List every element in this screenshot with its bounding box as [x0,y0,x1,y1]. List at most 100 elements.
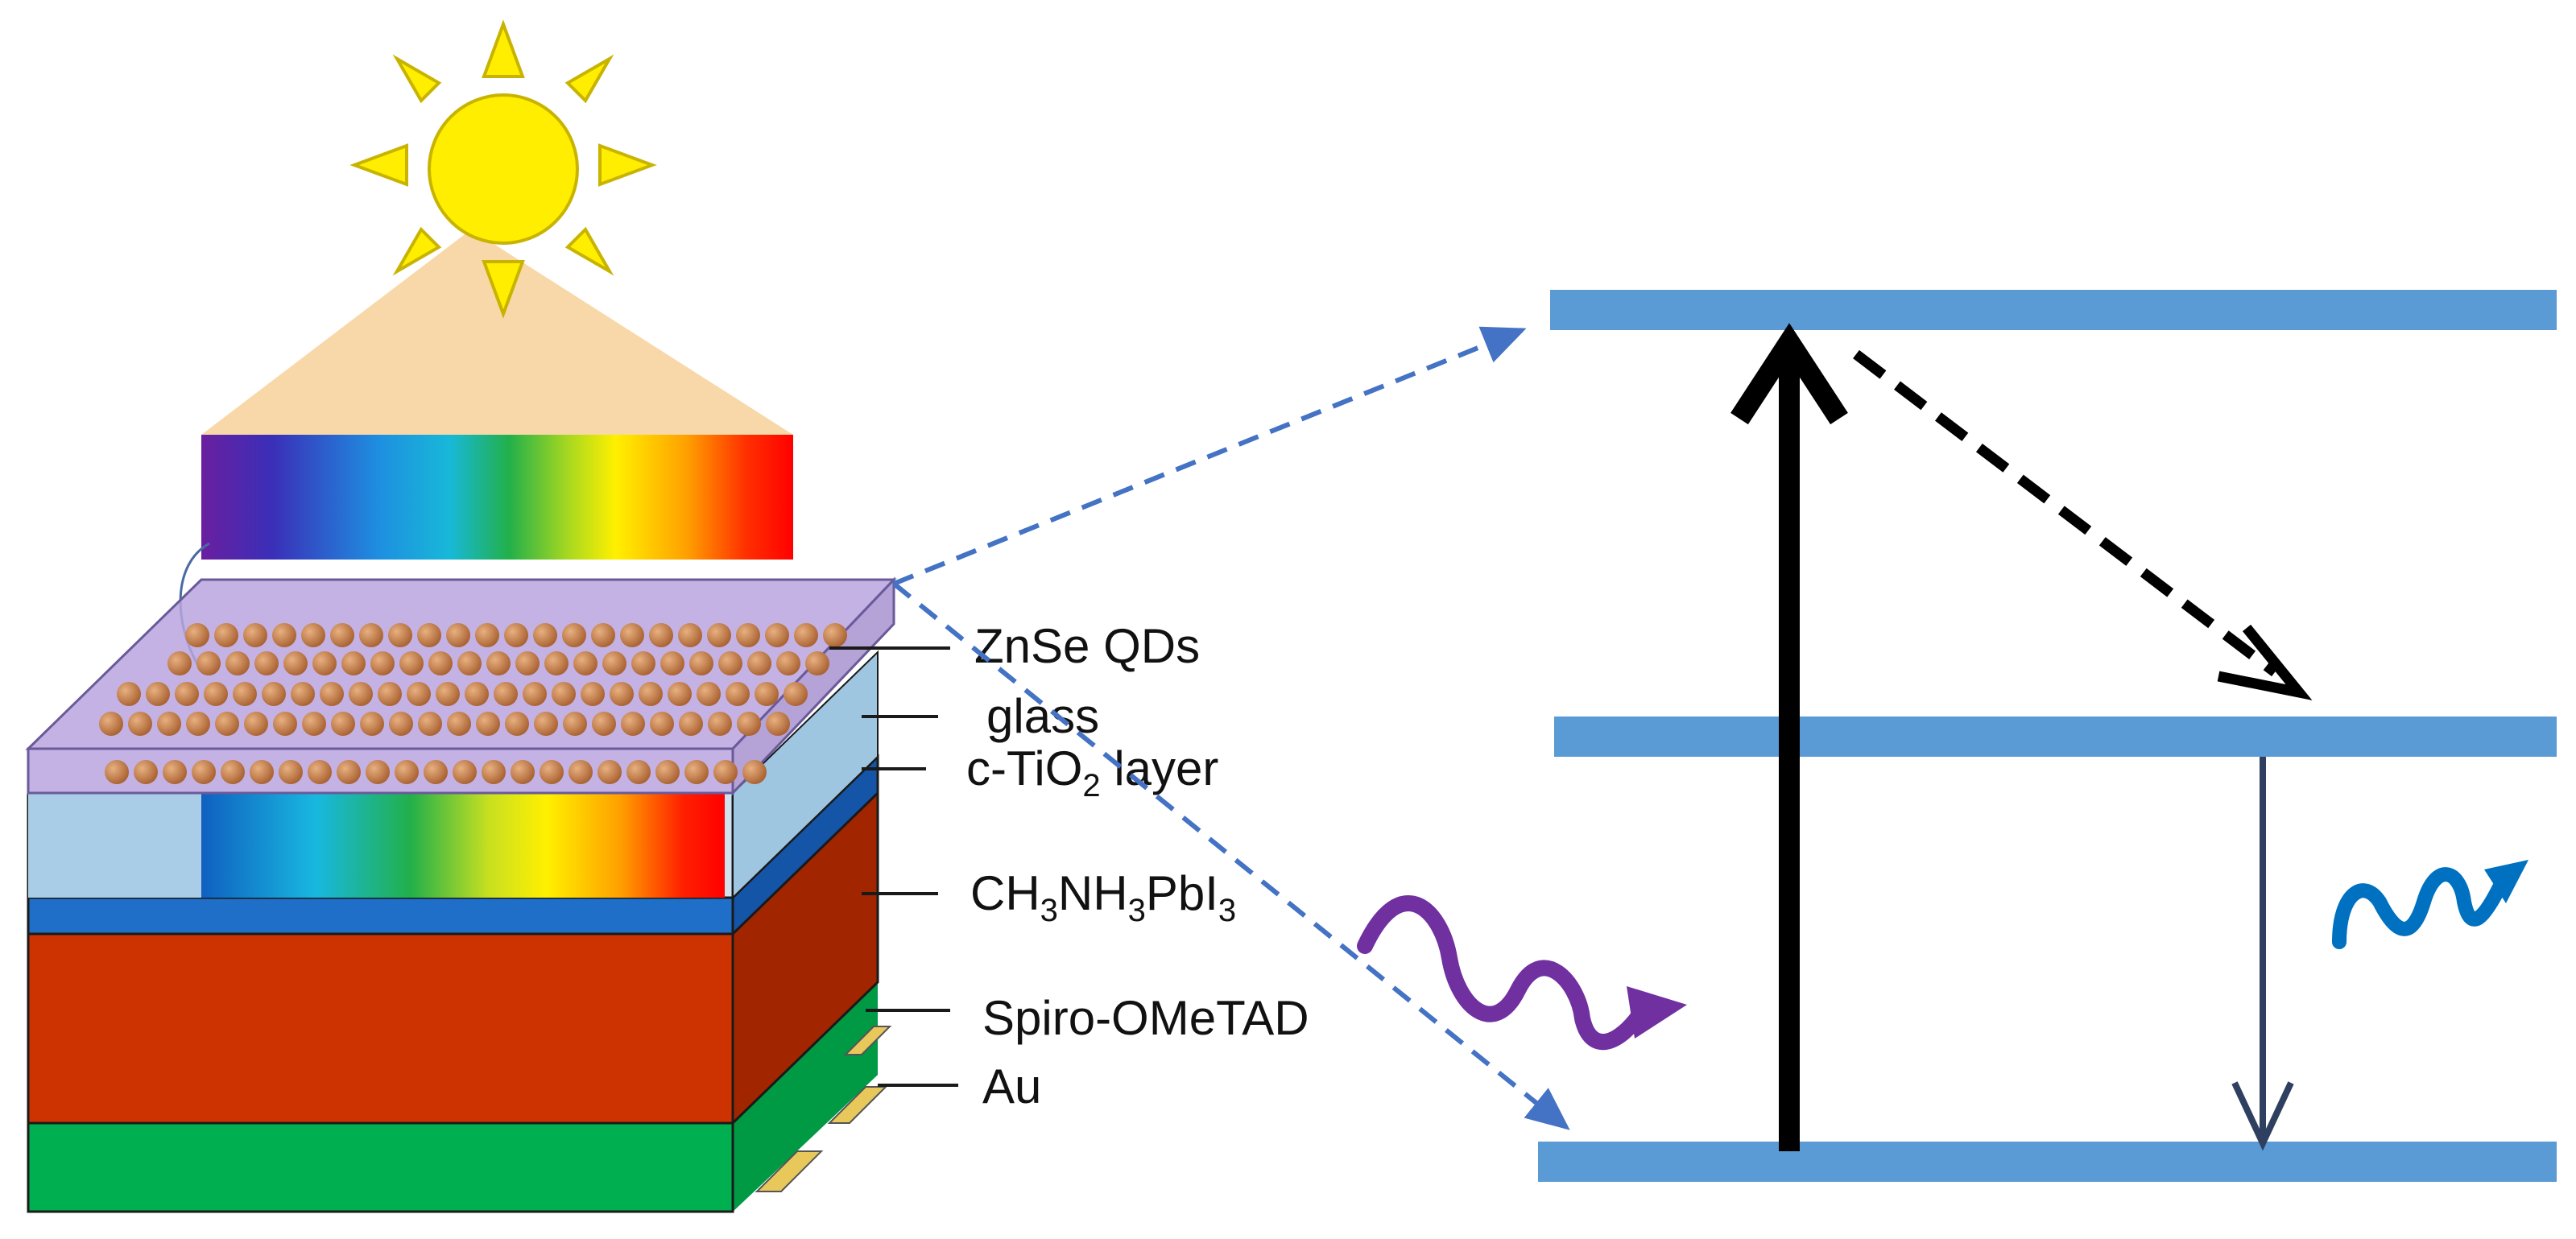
leader-lines [829,646,958,1087]
quantum-dot [254,651,279,675]
quantum-dot [581,682,605,706]
label-ch3nh3pbi3: CH3NH3PbI3 [970,866,1236,928]
quantum-dot [476,712,500,736]
quantum-dot [349,682,373,706]
quantum-dot [679,712,703,736]
quantum-dot [359,623,383,647]
quantum-dot [655,760,680,784]
incident-spectrum-bar [201,435,793,560]
quantum-dot [707,623,731,647]
transmitted-spectrum-bar [201,793,725,898]
quantum-dots [99,623,847,784]
quantum-dot [446,623,470,647]
quantum-dot [243,623,267,647]
label-c-tio2-layer: c-TiO2 layer [966,741,1218,803]
quantum-dot [511,760,535,784]
quantum-dot [163,760,187,784]
quantum-dot [436,682,460,706]
quantum-dot [482,760,506,784]
quantum-dot [573,651,597,675]
quantum-dot [134,760,158,784]
quantum-dot [684,760,709,784]
quantum-dot [650,712,674,736]
quantum-dot [105,760,129,784]
quantum-dot [128,712,152,736]
quantum-dot [360,712,384,736]
quantum-dot [399,651,424,675]
quantum-dot [320,682,344,706]
quantum-dot [742,760,767,784]
quantum-dot [649,623,673,647]
quantum-dot [620,623,644,647]
quantum-dot [540,760,564,784]
quantum-dot [233,682,257,706]
quantum-dot [678,623,702,647]
quantum-dot [569,760,593,784]
quantum-dot [660,651,684,675]
energy-level-intermediate [1554,717,2557,757]
quantum-dot [533,623,557,647]
quantum-dot [457,651,482,675]
quantum-dot [475,623,499,647]
quantum-dot [737,712,761,736]
quantum-dot [250,760,274,784]
quantum-dot [631,651,655,675]
quantum-dot [776,651,800,675]
quantum-dot [689,651,713,675]
quantum-dot [668,682,692,706]
quantum-dot [366,760,390,784]
zoom-line-bottom [892,581,1570,1130]
quantum-dot [157,712,181,736]
quantum-dot [283,651,308,675]
quantum-dot [465,682,489,706]
quantum-dot [192,760,216,784]
sun-icon [349,19,657,319]
quantum-dot [544,651,569,675]
quantum-dot [330,623,354,647]
quantum-dot [552,682,576,706]
quantum-dot [337,760,361,784]
quantum-dot [755,682,779,706]
relaxation-arrow [1853,349,2313,700]
quantum-dot [395,760,419,784]
quantum-dot [221,760,245,784]
quantum-dot [562,623,586,647]
quantum-dot [312,651,337,675]
quantum-dot [204,682,228,706]
quantum-dot [167,651,192,675]
quantum-dot [621,712,645,736]
quantum-dot [418,712,442,736]
quantum-dot [708,712,732,736]
quantum-dot [428,651,453,675]
excitation-arrow [1730,323,1848,1151]
energy-level-ground [1538,1142,2557,1182]
quantum-dot [279,760,303,784]
quantum-dot [805,651,829,675]
label-au: Au [982,1059,1041,1113]
quantum-dot [602,651,626,675]
quantum-dot [308,760,332,784]
energy-level-excited [1550,290,2557,330]
quantum-dot [563,712,587,736]
quantum-dot [592,712,616,736]
quantum-dot [225,651,250,675]
quantum-dot [505,712,529,736]
label-spiro-ometad: Spiro-OMeTAD [982,991,1309,1045]
quantum-dot [523,682,547,706]
quantum-dot [262,682,286,706]
quantum-dot [639,682,663,706]
quantum-dot [341,651,366,675]
label-znse-qds: ZnSe QDs [974,619,1200,673]
quantum-dot [626,760,651,784]
quantum-dot [747,651,771,675]
quantum-dot [610,682,634,706]
solar-cell-stack [25,576,897,1213]
quantum-dot [713,760,738,784]
quantum-dot [291,682,315,706]
quantum-dot [718,651,742,675]
quantum-dot [214,623,238,647]
quantum-dot [494,682,518,706]
zoom-line-top [892,326,1527,586]
quantum-dot [117,682,141,706]
